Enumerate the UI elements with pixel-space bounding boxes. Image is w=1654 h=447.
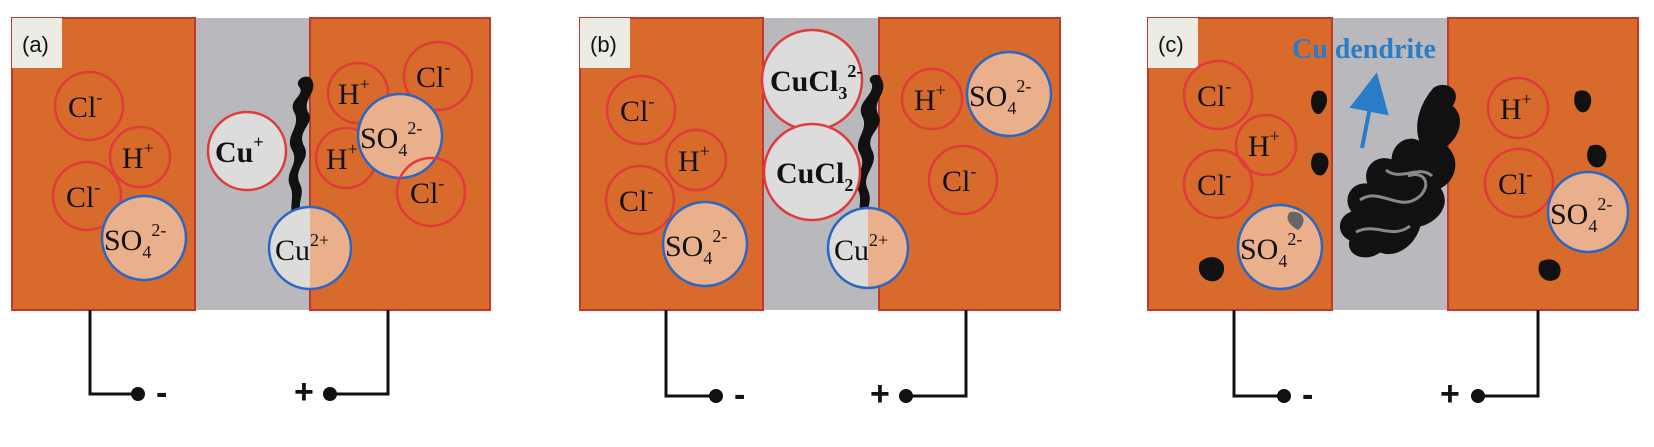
- svg-text:Cl-: Cl-: [66, 177, 100, 214]
- svg-text:Cl-: Cl-: [1498, 164, 1532, 201]
- copper-ii-ion: Cu2+: [267, 205, 353, 291]
- panel-a: (a) Cl- H+ Cl- SO42- Cu+ Cu2+ H+ Cl-: [11, 17, 491, 412]
- copper-deposit: [1311, 90, 1328, 115]
- svg-text:H+: H+: [122, 138, 154, 175]
- svg-text:H+: H+: [338, 74, 370, 111]
- cathode-wire: [1232, 310, 1280, 398]
- svg-text:SO42-: SO42-: [1550, 194, 1612, 236]
- anode-wire: [910, 310, 968, 398]
- dendrite-branches: [1355, 168, 1434, 234]
- cathode-terminal: [131, 387, 145, 401]
- panel-label-box: [12, 18, 62, 68]
- hydrogen-ion: [326, 61, 390, 125]
- cathode-wire: [664, 310, 712, 398]
- panel-c: (c) Cu dendrite Cl- H+ Cl- SO42- H+ Cl-: [1147, 17, 1639, 414]
- minus-sign: -: [156, 374, 167, 412]
- anode-wire: [1482, 310, 1540, 398]
- svg-text:Cl-: Cl-: [68, 87, 102, 124]
- panel-label-box: [580, 18, 630, 68]
- anode-terminal: [323, 387, 337, 401]
- svg-text:Cl-: Cl-: [942, 161, 976, 198]
- svg-text:CuCl2: CuCl2: [776, 157, 853, 195]
- copper-deposit: [856, 74, 884, 228]
- svg-text:H+: H+: [326, 139, 358, 176]
- svg-text:Cl-: Cl-: [619, 181, 653, 218]
- plus-sign: +: [294, 373, 314, 411]
- chloride-ion: [395, 156, 467, 228]
- hydrogen-ion: [1234, 113, 1298, 177]
- svg-text:H+: H+: [678, 141, 710, 178]
- hydrogen-ion: [1486, 76, 1550, 140]
- chloride-ion: [1182, 148, 1254, 220]
- cucl2-complex-ion: [762, 122, 862, 222]
- anode-terminal: [1471, 389, 1485, 403]
- svg-text:Cu2+: Cu2+: [834, 230, 888, 267]
- plus-sign: +: [870, 375, 890, 413]
- growth-arrow: [1349, 72, 1389, 149]
- sulfate-ion: [965, 50, 1053, 138]
- panel-label: (b): [590, 32, 617, 57]
- panel-label: (c): [1158, 32, 1184, 57]
- copper-i-ion: [206, 110, 288, 192]
- chloride-ion: [605, 74, 677, 146]
- svg-text:H+: H+: [1500, 89, 1532, 126]
- svg-text:SO42-: SO42-: [360, 118, 422, 160]
- copper-deposit: [1198, 257, 1225, 282]
- svg-text:Cl-: Cl-: [1197, 76, 1231, 113]
- copper-ii-ion: Cu2+: [826, 206, 910, 290]
- plus-sign: +: [1440, 375, 1460, 413]
- hydrogen-ion: [900, 67, 964, 131]
- svg-text:SO42-: SO42-: [104, 220, 166, 262]
- minus-sign: -: [1302, 376, 1313, 414]
- cathode-terminal: [709, 389, 723, 403]
- anode-terminal: [899, 389, 913, 403]
- svg-text:SO42-: SO42-: [1240, 229, 1302, 271]
- anode-wire: [334, 310, 390, 396]
- copper-deposit: [1538, 259, 1561, 281]
- chloride-ion: [53, 70, 125, 142]
- sulfate-ion: [100, 194, 188, 282]
- svg-text:H+: H+: [1248, 126, 1280, 163]
- chloride-ion: [1182, 59, 1254, 131]
- svg-text:CuCl32-: CuCl32-: [770, 61, 862, 103]
- copper-dendrite: [1340, 84, 1460, 258]
- sulfate-ion: [1546, 170, 1630, 254]
- svg-text:Cl-: Cl-: [416, 57, 450, 94]
- panel-b: (b) Cl- H+ Cl- SO42- CuCl32- CuCl2 Cu2+ …: [579, 17, 1061, 414]
- copper-deposit-gray: [1287, 211, 1304, 230]
- copper-deposit: [1587, 144, 1607, 168]
- svg-text:Cl-: Cl-: [620, 91, 654, 128]
- chloride-ion: [604, 164, 676, 236]
- minus-sign: -: [734, 376, 745, 414]
- hydrogen-ion: [108, 125, 172, 189]
- hydrogen-ion: [664, 128, 728, 192]
- svg-text:Cl-: Cl-: [1197, 165, 1231, 202]
- cathode-terminal: [1277, 389, 1291, 403]
- svg-text:Cu2+: Cu2+: [275, 230, 329, 267]
- svg-text:H+: H+: [914, 80, 946, 117]
- copper-deposit: [1574, 90, 1592, 113]
- sulfate-ion: [661, 200, 749, 288]
- chloride-ion: [51, 160, 123, 232]
- chloride-ion: [1483, 147, 1555, 219]
- copper-deposit: [288, 76, 314, 222]
- panel-label-box: [1148, 18, 1198, 68]
- cathode-wire: [88, 310, 134, 396]
- chloride-ion: [402, 40, 474, 112]
- dendrite-label: Cu dendrite: [1292, 34, 1436, 65]
- svg-text:SO42-: SO42-: [665, 226, 727, 268]
- copper-deposit: [1311, 152, 1329, 176]
- panel-label: (a): [22, 32, 49, 57]
- svg-text:Cl-: Cl-: [410, 173, 444, 210]
- svg-text:Cu+: Cu+: [215, 132, 264, 169]
- chloride-ion: [927, 144, 999, 216]
- svg-text:SO42-: SO42-: [969, 76, 1031, 118]
